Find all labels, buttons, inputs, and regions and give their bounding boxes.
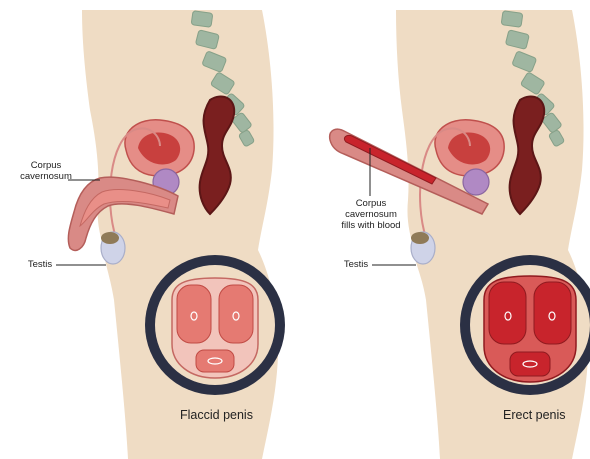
flaccid-corpus-right xyxy=(219,285,253,343)
erect-corpus-label-line2: cavernosum xyxy=(316,209,426,220)
erect-panel xyxy=(330,10,590,459)
flaccid-caption: Flaccid penis xyxy=(180,408,253,422)
erect-corpus-label-line3: fills with blood xyxy=(316,220,426,231)
flaccid-corpus-left xyxy=(177,285,211,343)
flaccid-corpus-label-line1: Corpus xyxy=(16,160,76,171)
erect-corpus-label-line1: Corpus xyxy=(316,198,426,209)
flaccid-epididymis xyxy=(101,232,119,244)
erect-caption: Erect penis xyxy=(503,408,566,422)
flaccid-panel xyxy=(56,10,285,459)
erect-epididymis xyxy=(411,232,429,244)
erect-corpus-label: Corpus cavernosum fills with blood xyxy=(316,198,426,231)
flaccid-corpus-label: Corpus cavernosum xyxy=(16,160,76,182)
flaccid-corpus-spongiosum xyxy=(196,350,234,372)
erect-testis-label: Testis xyxy=(340,259,372,270)
erect-corpus-right xyxy=(534,282,571,344)
erect-corpus-spongiosum xyxy=(510,352,550,376)
flaccid-testis-label: Testis xyxy=(24,259,56,270)
flaccid-corpus-label-line2: cavernosum xyxy=(16,171,76,182)
erect-corpus-left xyxy=(489,282,526,344)
erect-prostate xyxy=(463,169,489,195)
